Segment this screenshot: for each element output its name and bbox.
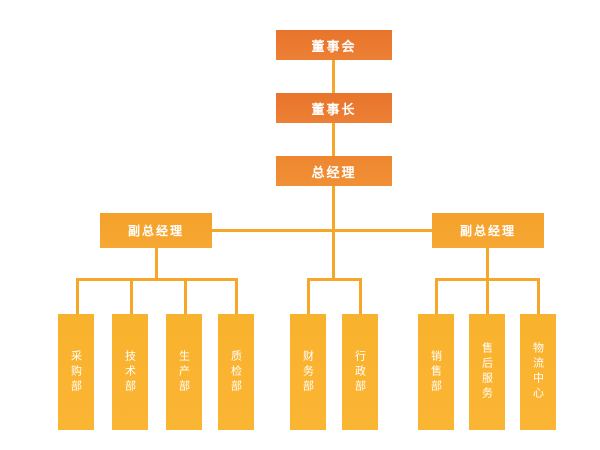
connector-drop-production: [184, 278, 187, 314]
node-label-board: 董事会: [311, 39, 357, 55]
connector-gm-trunk: [332, 186, 335, 279]
connector-drop-administration: [359, 278, 362, 314]
node-label-deputy-left: 副总经理: [127, 224, 184, 238]
node-department-finance[interactable]: 财务部: [290, 314, 326, 430]
node-label-after-sales-service: 售后服务: [480, 342, 494, 402]
node-deputy-general-manager-right[interactable]: 副总经理: [432, 213, 544, 248]
node-label-deputy-right: 副总经理: [459, 224, 516, 238]
node-department-quality-inspection[interactable]: 质检部: [218, 314, 254, 430]
node-label-finance: 财务部: [301, 349, 315, 395]
connector-deputy-bus: [212, 229, 448, 232]
node-label-chairman: 董事长: [311, 102, 357, 118]
connector-chairman-to-gm: [332, 123, 335, 156]
connector-drop-aftersales: [486, 278, 489, 314]
connector-drop-logistics: [537, 278, 540, 314]
node-department-logistics-center[interactable]: 物流中心: [520, 314, 556, 430]
node-general-manager[interactable]: 总经理: [276, 156, 392, 186]
node-label-production: 生产部: [177, 349, 191, 395]
node-label-technology: 技术部: [123, 349, 137, 395]
connector-drop-sales: [435, 278, 438, 314]
connector-drop-technology: [130, 278, 133, 314]
connector-drop-procurement: [76, 278, 79, 314]
connector-left-group-bus: [76, 278, 238, 281]
connector-board-to-chairman: [332, 60, 335, 93]
node-deputy-general-manager-left[interactable]: 副总经理: [100, 213, 212, 248]
node-label-procurement: 采购部: [69, 349, 83, 395]
node-department-after-sales-service[interactable]: 售后服务: [469, 314, 505, 430]
connector-deputy-right-drop: [486, 248, 489, 279]
node-label-logistics-center: 物流中心: [531, 342, 545, 402]
node-department-sales[interactable]: 销售部: [418, 314, 454, 430]
node-chairman[interactable]: 董事长: [276, 93, 392, 123]
connector-drop-quality: [235, 278, 238, 314]
node-department-technology[interactable]: 技术部: [112, 314, 148, 430]
node-department-procurement[interactable]: 采购部: [58, 314, 94, 430]
connector-drop-finance: [307, 278, 310, 314]
node-department-production[interactable]: 生产部: [166, 314, 202, 430]
connector-deputy-left-drop: [155, 248, 158, 279]
connector-center-group-bus: [307, 278, 362, 281]
node-label-administration: 行政部: [353, 349, 367, 395]
node-board-of-directors[interactable]: 董事会: [276, 30, 392, 60]
node-label-quality-inspection: 质检部: [229, 349, 243, 395]
node-label-sales: 销售部: [429, 349, 443, 395]
node-label-general-manager: 总经理: [311, 165, 357, 181]
node-department-administration[interactable]: 行政部: [342, 314, 378, 430]
